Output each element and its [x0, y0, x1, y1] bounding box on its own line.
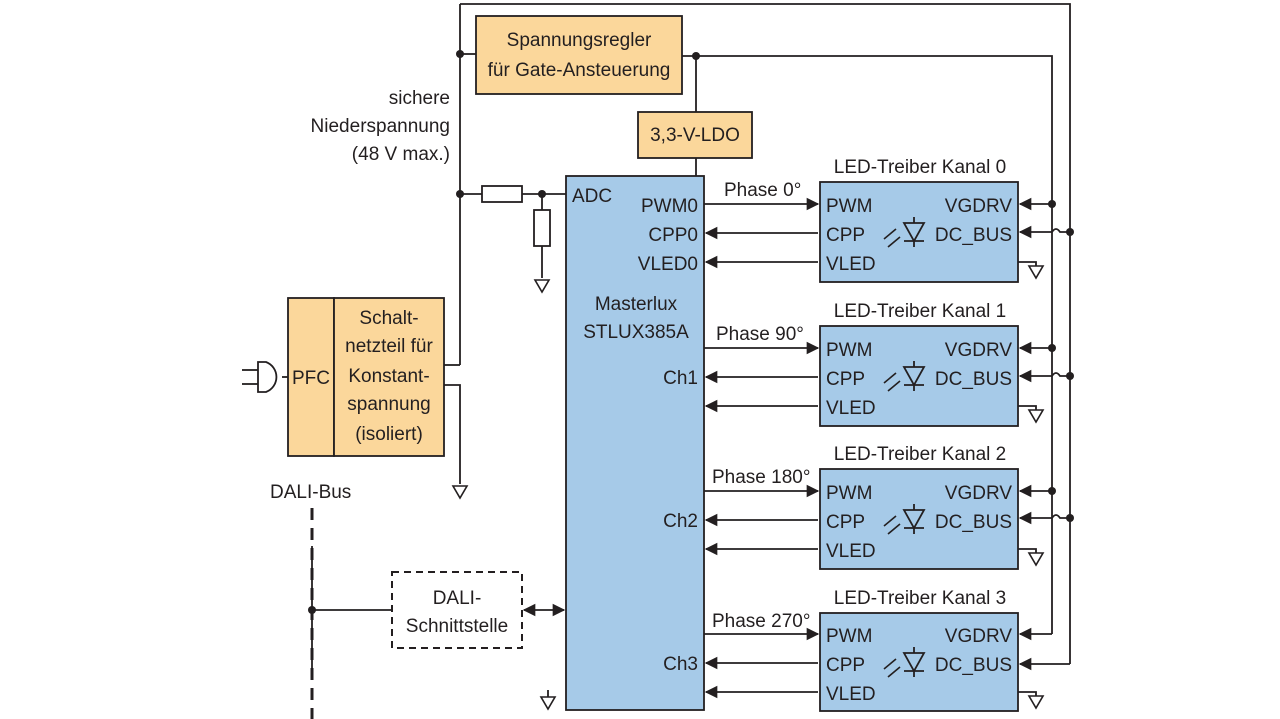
- psu-box: [333, 297, 445, 457]
- safe-voltage-label-1: sichere: [389, 88, 450, 109]
- mcu-pin-pwm0: PWM0: [641, 196, 698, 217]
- pin-pwm: PWM: [826, 626, 872, 647]
- led-driver-channel-0: LED-Treiber Kanal 0 Phase 0° PWM CPP VLE…: [704, 157, 1070, 283]
- pin-cpp: CPP: [826, 369, 865, 390]
- pin-vgdrv: VGDRV: [945, 483, 1013, 504]
- mcu-box: [565, 175, 705, 711]
- safe-voltage-label-2: Niederspannung: [311, 116, 450, 137]
- phase-label: Phase 0°: [724, 180, 801, 201]
- dali-interface-label-1: DALI-: [433, 588, 482, 609]
- pin-dcbus: DC_BUS: [935, 512, 1012, 533]
- ldo-label: 3,3-V-LDO: [650, 125, 740, 146]
- psu-label-4: spannung: [347, 394, 430, 415]
- ldo-box: [637, 111, 753, 159]
- led-driver-channel-2: LED-Treiber Kanal 2 Phase 180° PWM CPP V…: [704, 444, 1070, 570]
- gate-regulator-label-1: Spannungsregler: [507, 30, 652, 51]
- phase-label: Phase 90°: [716, 324, 804, 345]
- led-icon: [883, 504, 926, 535]
- mcu-pin-ch2: Ch2: [663, 511, 698, 532]
- mcu-label-2: STLUX385A: [583, 322, 689, 343]
- pin-dcbus: DC_BUS: [935, 225, 1012, 246]
- pin-pwm: PWM: [826, 196, 872, 217]
- mcu-pin-ch3: Ch3: [663, 654, 698, 675]
- channel-title: LED-Treiber Kanal 0: [834, 157, 1006, 178]
- psu-label-2: netzteil für: [345, 336, 433, 357]
- pin-dcbus: DC_BUS: [935, 655, 1012, 676]
- top-wiring: [444, 3, 1071, 664]
- pin-cpp: CPP: [826, 655, 865, 676]
- psu-label-3: Konstant-: [348, 366, 429, 387]
- pin-vled: VLED: [826, 398, 876, 419]
- led-driver-channel-1: LED-Treiber Kanal 1 Phase 90° PWM CPP VL…: [704, 301, 1070, 427]
- adc-label: ADC: [572, 186, 612, 207]
- safe-voltage-label-3: (48 V max.): [352, 144, 450, 165]
- power-plug-icon: [242, 361, 288, 393]
- pin-vled: VLED: [826, 254, 876, 275]
- pfc-box: [287, 297, 335, 457]
- pin-vled: VLED: [826, 541, 876, 562]
- dali-interface-label-2: Schnittstelle: [406, 616, 508, 637]
- gate-regulator-box: [475, 15, 683, 95]
- pin-vgdrv: VGDRV: [945, 340, 1013, 361]
- phase-label: Phase 270°: [712, 611, 810, 632]
- phase-label: Phase 180°: [712, 467, 810, 488]
- channel-title: LED-Treiber Kanal 2: [834, 444, 1006, 465]
- led-icon: [883, 217, 926, 248]
- channel-title: LED-Treiber Kanal 1: [834, 301, 1006, 322]
- pin-vled: VLED: [826, 684, 876, 705]
- pin-cpp: CPP: [826, 512, 865, 533]
- led-driver-channel-3: LED-Treiber Kanal 3 Phase 270° PWM CPP V…: [704, 588, 1070, 712]
- adc-series-resistor: [481, 185, 523, 203]
- led-icon: [883, 361, 926, 392]
- mcu-pin-ch1: Ch1: [663, 368, 698, 389]
- mcu-label-1: Masterlux: [595, 294, 678, 315]
- gate-regulator-label-2: für Gate-Ansteuerung: [488, 60, 671, 81]
- mcu-pin-vled0: VLED0: [638, 254, 698, 275]
- led-icon: [883, 647, 926, 678]
- pin-vgdrv: VGDRV: [945, 196, 1013, 217]
- psu-label-5: (isoliert): [355, 424, 423, 445]
- psu-label-1: Schalt-: [359, 308, 418, 329]
- adc-shunt-resistor: [533, 209, 551, 247]
- channel-title: LED-Treiber Kanal 3: [834, 588, 1006, 609]
- mcu-pin-cpp0: CPP0: [648, 225, 698, 246]
- pin-pwm: PWM: [826, 340, 872, 361]
- dali-interface-box: [391, 571, 523, 649]
- ground-symbols: [451, 279, 557, 711]
- pin-vgdrv: VGDRV: [945, 626, 1013, 647]
- pin-cpp: CPP: [826, 225, 865, 246]
- pin-pwm: PWM: [826, 483, 872, 504]
- pin-dcbus: DC_BUS: [935, 369, 1012, 390]
- dali-bus-label: DALI-Bus: [270, 482, 351, 503]
- pfc-label: PFC: [292, 368, 330, 389]
